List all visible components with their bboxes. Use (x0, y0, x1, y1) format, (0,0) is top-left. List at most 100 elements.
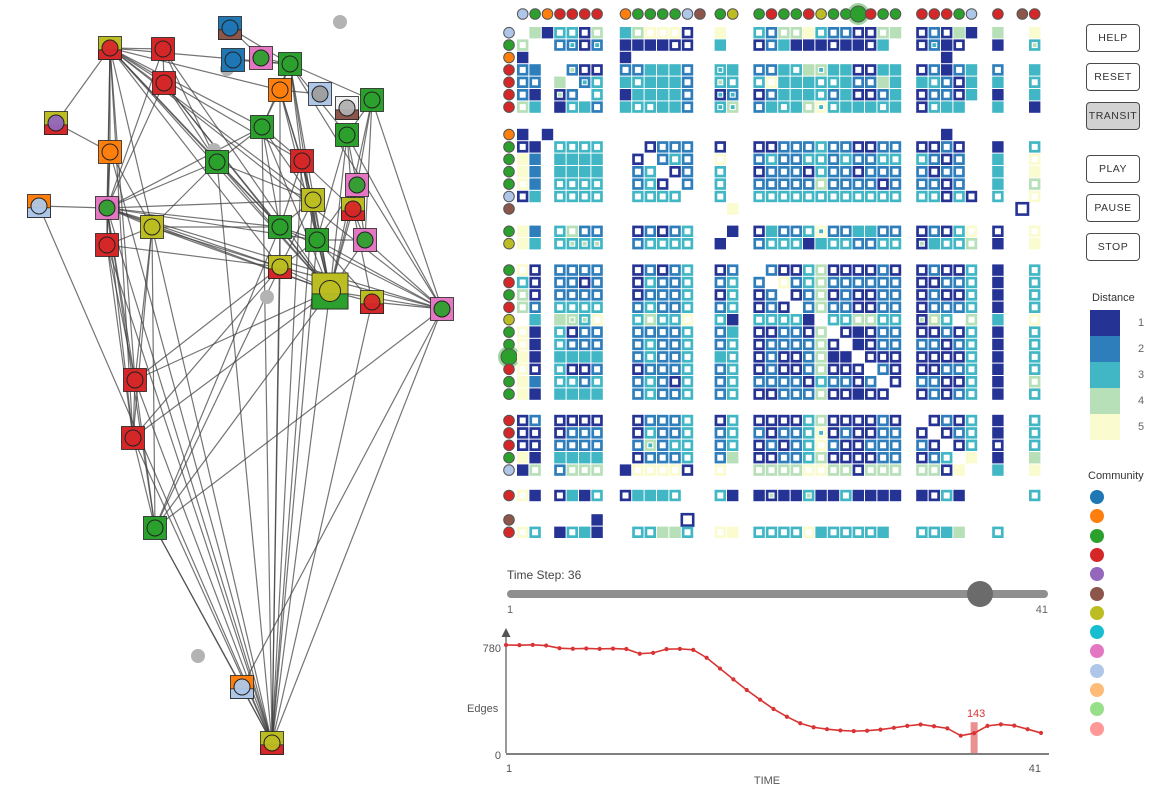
matrix-cell[interactable] (579, 314, 591, 326)
matrix-cell[interactable] (727, 414, 739, 427)
matrix-cell[interactable] (877, 452, 889, 464)
matrix-cell[interactable] (579, 414, 591, 427)
matrix-cell[interactable] (591, 101, 603, 113)
matrix-cell[interactable] (941, 414, 953, 427)
matrix-col-node-icon[interactable] (928, 8, 941, 20)
matrix-cell[interactable] (941, 27, 953, 39)
matrix-cell[interactable] (669, 39, 681, 51)
matrix-cell[interactable] (840, 351, 852, 363)
matrix-cell[interactable] (992, 526, 1004, 538)
matrix-cell[interactable] (554, 76, 566, 88)
matrix-cell[interactable] (941, 326, 953, 338)
matrix-cell[interactable] (554, 166, 566, 178)
matrix-cell[interactable] (529, 439, 541, 451)
matrix-cell[interactable] (778, 89, 790, 101)
matrix-cell[interactable] (644, 526, 656, 538)
matrix-cell[interactable] (619, 64, 632, 76)
matrix-cell[interactable] (554, 289, 566, 301)
matrix-cell[interactable] (840, 526, 852, 538)
matrix-cell[interactable] (632, 27, 644, 39)
matrix-cell[interactable] (632, 363, 644, 375)
matrix-cell[interactable] (681, 351, 694, 363)
matrix-cell[interactable] (714, 376, 726, 388)
matrix-cell[interactable] (1029, 427, 1041, 439)
matrix-cell[interactable] (916, 314, 928, 326)
matrix-cell[interactable] (790, 526, 802, 538)
matrix-cell[interactable] (790, 264, 802, 276)
matrix-cell[interactable] (916, 489, 928, 502)
matrix-cell[interactable] (727, 363, 739, 375)
matrix-cell[interactable] (517, 178, 529, 190)
matrix-cell[interactable] (815, 376, 827, 388)
matrix-cell[interactable] (965, 190, 978, 203)
matrix-cell[interactable] (889, 153, 902, 165)
matrix-cell[interactable] (778, 76, 790, 88)
matrix-cell[interactable] (827, 427, 840, 439)
matrix-cell[interactable] (992, 439, 1004, 451)
matrix-cell[interactable] (657, 338, 669, 351)
matrix-cell[interactable] (889, 363, 902, 375)
play-button[interactable]: PLAY (1086, 155, 1140, 183)
matrix-cell[interactable] (727, 238, 739, 250)
matrix-cell[interactable] (753, 64, 765, 76)
matrix-cell[interactable] (632, 141, 644, 153)
matrix-row-node-icon[interactable] (503, 51, 515, 64)
matrix-cell[interactable] (657, 301, 669, 313)
matrix-cell[interactable] (815, 464, 827, 476)
matrix-cell[interactable] (632, 89, 644, 101)
matrix-cell[interactable] (753, 190, 765, 203)
matrix-cell[interactable] (714, 166, 726, 178)
matrix-row-node-icon[interactable] (503, 26, 515, 39)
matrix-cell[interactable] (941, 39, 953, 51)
graph-node[interactable] (140, 215, 164, 239)
help-button[interactable]: HELP (1086, 24, 1140, 52)
matrix-cell[interactable] (714, 238, 726, 250)
matrix-cell[interactable] (953, 153, 965, 165)
matrix-cell[interactable] (657, 64, 669, 76)
matrix-cell[interactable] (644, 178, 656, 190)
matrix-cell[interactable] (815, 414, 827, 427)
matrix-cell[interactable] (778, 526, 790, 538)
matrix-cell[interactable] (916, 338, 928, 351)
matrix-cell[interactable] (803, 141, 815, 153)
graph-node[interactable] (27, 194, 51, 218)
matrix-cell[interactable] (953, 64, 965, 76)
matrix-cell[interactable] (992, 388, 1004, 400)
matrix-cell[interactable] (579, 238, 591, 250)
matrix-cell[interactable] (753, 427, 765, 439)
matrix-cell[interactable] (790, 238, 802, 250)
matrix-cell[interactable] (529, 314, 541, 326)
matrix-cell[interactable] (591, 338, 603, 351)
matrix-cell[interactable] (941, 264, 953, 276)
matrix-row-node-icon[interactable] (503, 414, 515, 427)
matrix-cell[interactable] (714, 225, 726, 237)
matrix-cell[interactable] (657, 264, 669, 276)
matrix-cell[interactable] (554, 338, 566, 351)
matrix-cell[interactable] (517, 351, 529, 363)
matrix-cell[interactable] (1029, 153, 1041, 165)
matrix-cell[interactable] (765, 376, 778, 388)
matrix-cell[interactable] (778, 376, 790, 388)
matrix-cell[interactable] (753, 39, 765, 51)
matrix-cell[interactable] (953, 264, 965, 276)
matrix-cell[interactable] (815, 351, 827, 363)
matrix-cell[interactable] (790, 452, 802, 464)
matrix-cell[interactable] (889, 166, 902, 178)
matrix-cell[interactable] (681, 190, 694, 203)
matrix-cell[interactable] (765, 101, 778, 113)
matrix-cell[interactable] (790, 190, 802, 203)
matrix-cell[interactable] (632, 178, 644, 190)
matrix-cell[interactable] (566, 376, 578, 388)
matrix-cell[interactable] (566, 363, 578, 375)
matrix-cell[interactable] (815, 289, 827, 301)
matrix-cell[interactable] (1029, 264, 1041, 276)
matrix-cell[interactable] (753, 439, 765, 451)
matrix-cell[interactable] (681, 414, 694, 427)
matrix-cell[interactable] (753, 153, 765, 165)
matrix-cell[interactable] (644, 289, 656, 301)
matrix-cell[interactable] (852, 190, 864, 203)
matrix-row-node-icon[interactable] (503, 76, 515, 89)
matrix-cell[interactable] (714, 64, 726, 76)
matrix-cell[interactable] (1029, 464, 1041, 476)
matrix-cell[interactable] (579, 166, 591, 178)
